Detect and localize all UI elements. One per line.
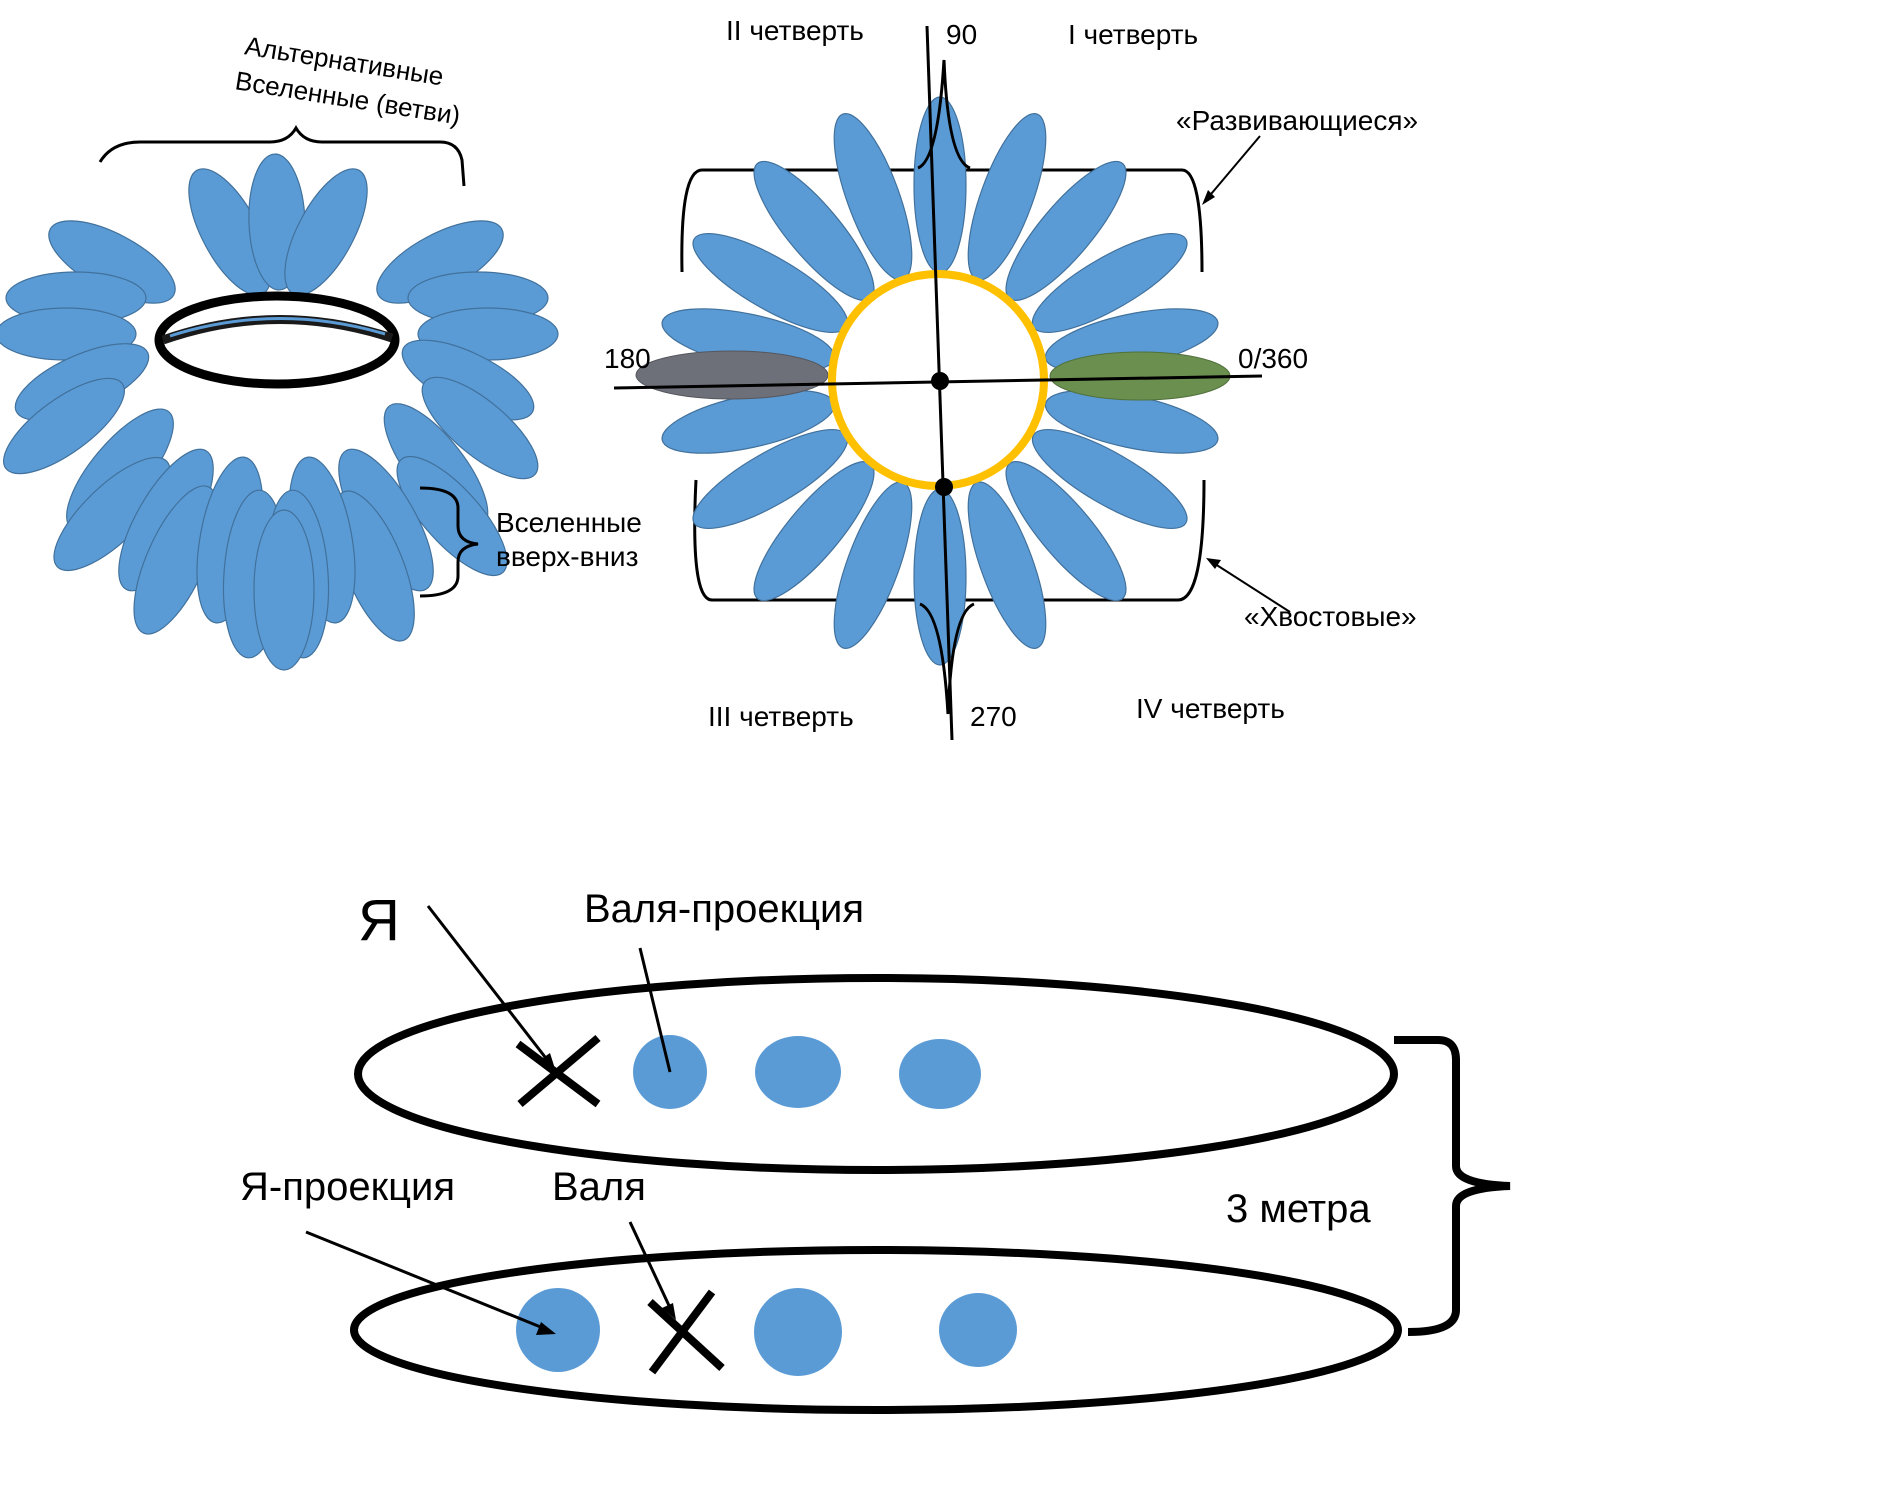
lower-circle-4 [939,1293,1017,1367]
branches-label: Альтернативные Вселенные (ветви) [233,30,462,130]
valya-projection-label: Валя-проекция [584,887,864,931]
right-petal-6 [1031,428,1188,530]
tail-label: «Хвостовые» [1244,601,1417,632]
upper-circle-4 [899,1039,981,1109]
quadrant-3-label: III четверть [708,701,854,732]
developing-arrowhead [1202,190,1215,205]
me-cross [515,1034,601,1108]
left-flower-petals [0,153,559,671]
valya-projection-pointer [638,947,672,1073]
right-petal-7 [1005,461,1127,602]
angle-180-label: 180 [604,343,651,374]
right-flower: 90 180 0/360 270 I четверть II четверть … [604,15,1418,741]
tail-arrowhead [1206,558,1221,569]
upper-universe-ellipse [354,974,1398,1174]
me-label: Я [358,888,400,953]
developing-label: «Развивающиеся» [1176,105,1418,136]
center-dot [931,372,949,390]
left-petal-11 [3,377,125,475]
left-flower: Альтернативные Вселенные (ветви) Вселенн… [0,30,642,671]
petal-180 [635,350,829,400]
right-petal-0 [913,96,967,274]
me-pointer [426,905,554,1067]
bottom-spike [919,602,975,715]
updown-label-line1: Вселенные [496,507,642,538]
left-petal-16 [396,455,508,577]
valya-label: Валя [552,1165,646,1209]
updown-bracket [419,486,479,598]
me-projection-pointer [305,1230,549,1332]
bottom-diagram: Я Валя-проекция Я-проекция Валя 3 метра [240,887,1511,1414]
angle-90-label: 90 [946,19,977,50]
angle-0-360-label: 0/360 [1238,343,1308,374]
lower-circle-3 [754,1288,842,1376]
angle-270-label: 270 [970,701,1017,732]
lower-universe-ellipse [350,1246,1402,1414]
me-projection-label: Я-проекция [240,1165,455,1209]
me-projection-circle [516,1288,600,1372]
lower-dot [935,478,953,496]
valya-pointer-head [662,1303,676,1320]
distance-bracket [1394,1036,1511,1336]
quadrant-1-label: I четверть [1068,19,1198,50]
left-flower-center-outline [154,291,400,389]
left-petal-25 [253,509,315,671]
quadrant-2-label: II четверть [726,15,864,46]
valya-cross [647,1289,725,1375]
branches-bracket [98,124,466,187]
valya-pointer [628,1221,674,1313]
distance-label: 3 метра [1226,1187,1371,1231]
tail-arrow [1211,561,1291,613]
top-spike [917,59,971,170]
quadrant-4-label: IV четверть [1136,693,1285,724]
me-pointer-head [540,1053,556,1072]
upper-circle-3 [755,1036,841,1108]
developing-arrow [1205,135,1261,201]
me-projection-pointer-head [536,1322,556,1335]
updown-label-line2: вверх-вниз [496,541,638,572]
left-petal-12 [421,376,539,480]
left-flower-center-band-inner [169,317,386,338]
